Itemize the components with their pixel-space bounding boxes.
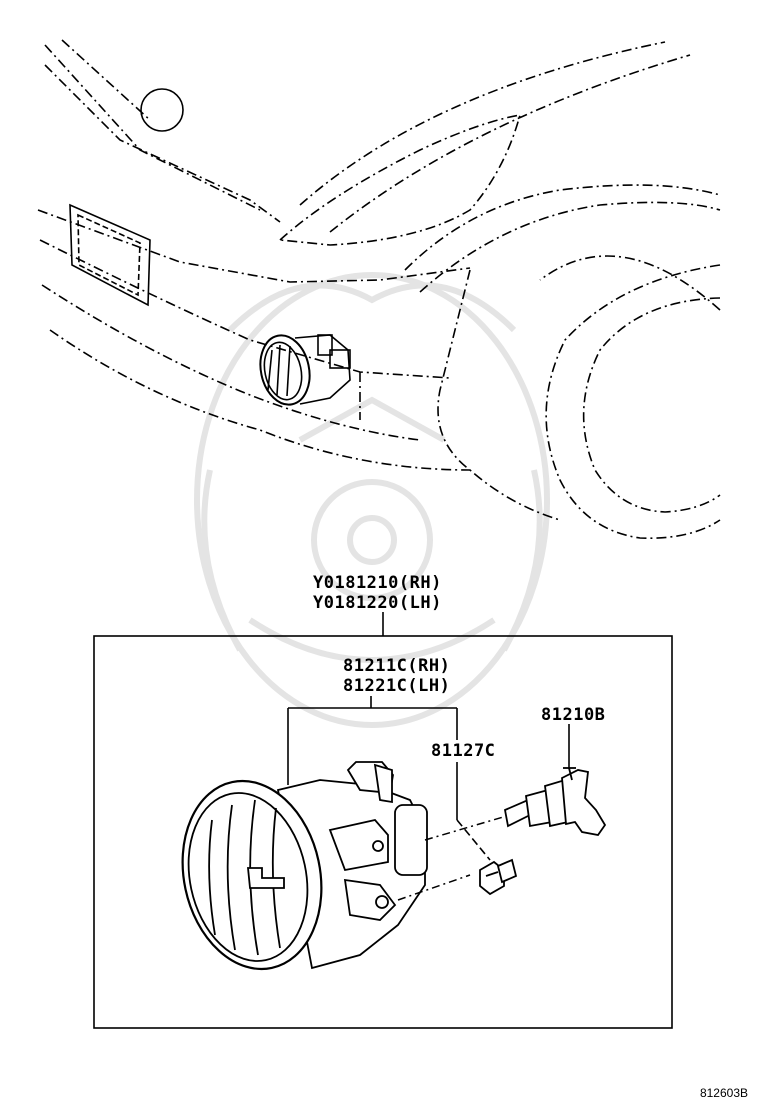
callout-unit-rh: 81211C(RH) xyxy=(343,656,451,676)
assembly-lines xyxy=(397,814,511,901)
callout-unit-lh: 81221C(LH) xyxy=(343,676,451,696)
callout-screw: 81127C xyxy=(431,741,496,761)
car-front-view xyxy=(37,39,721,539)
screw xyxy=(479,858,518,896)
parts-box xyxy=(93,635,673,1029)
figure-id: 812603B xyxy=(699,1086,748,1100)
fog-lamp-unit xyxy=(181,761,428,971)
watermark-emblem xyxy=(194,272,550,728)
callout-assembly-lh: Y0181220(LH) xyxy=(313,593,442,613)
callout-bulb: 81210B xyxy=(541,705,606,725)
leader-lines xyxy=(287,612,570,861)
bulb xyxy=(503,767,607,836)
callout-assembly-rh: Y0181210(RH) xyxy=(313,573,442,593)
